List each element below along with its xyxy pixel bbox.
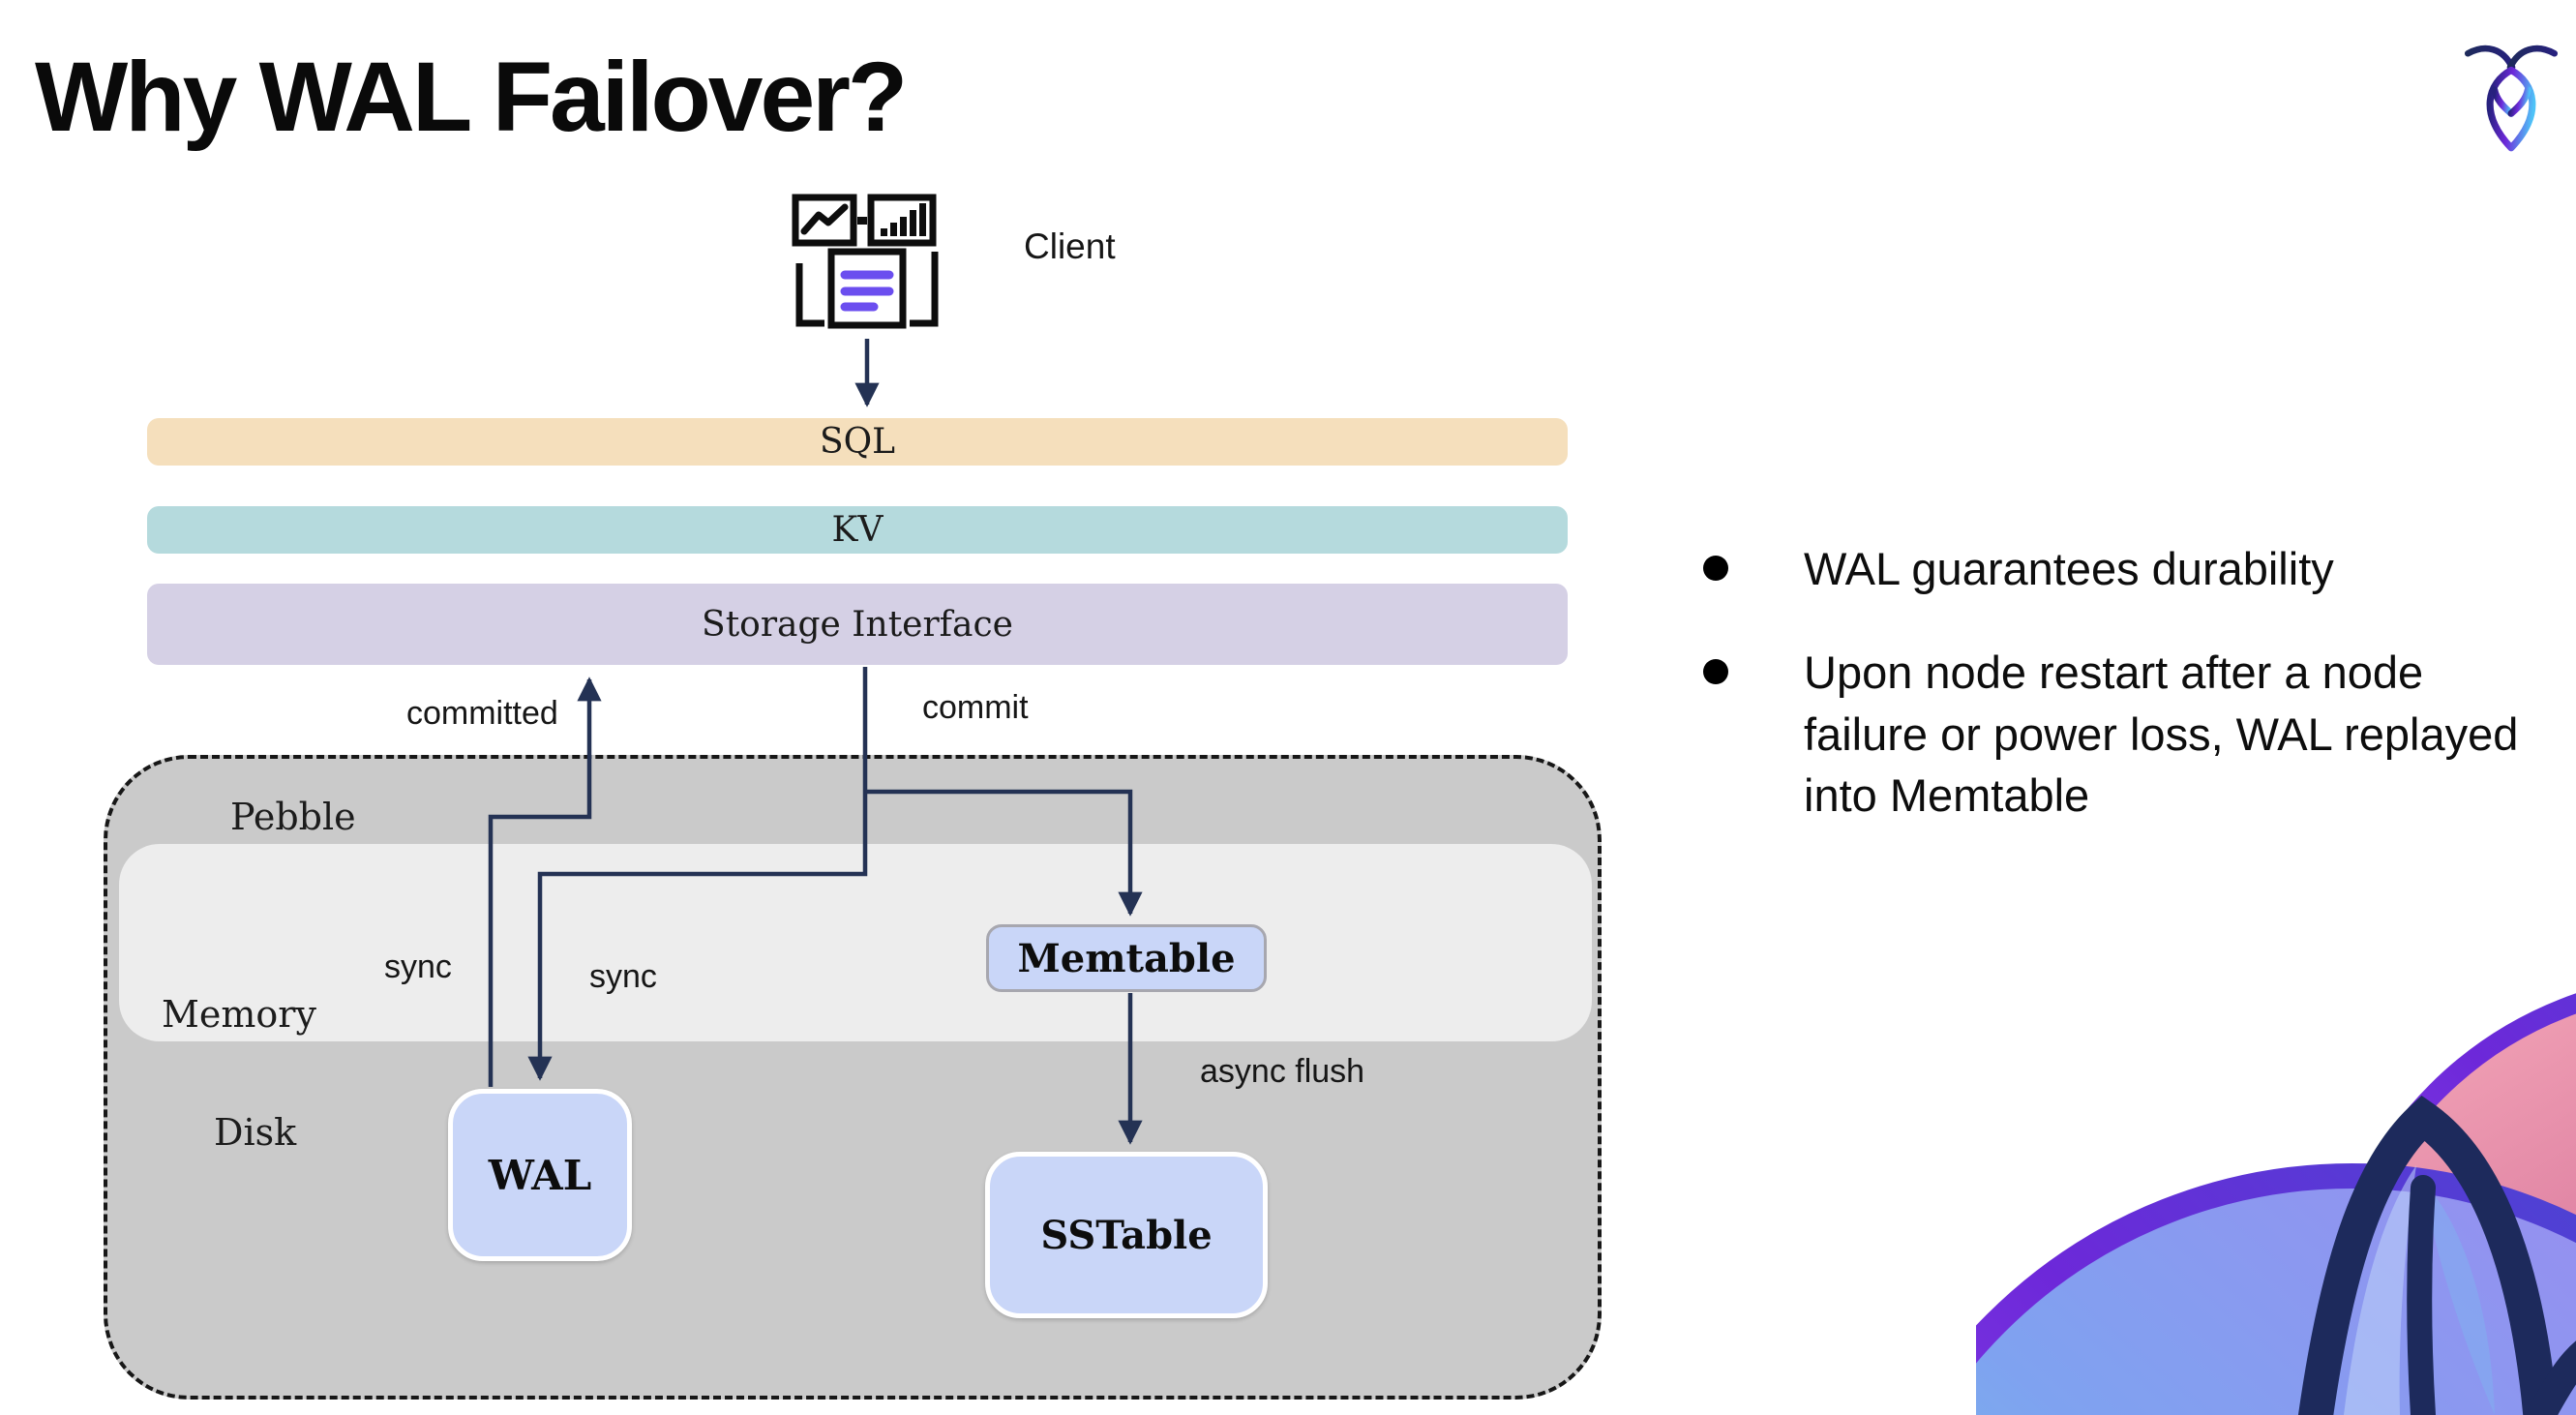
sstable-node: SSTable	[985, 1152, 1268, 1318]
bullet-dot-icon	[1703, 556, 1728, 581]
memtable-label: Memtable	[1017, 935, 1236, 981]
bullet-text: WAL guarantees durability	[1804, 543, 2334, 594]
layer-storage-interface: Storage Interface	[147, 584, 1568, 665]
layer-storage-interface-label: Storage Interface	[702, 604, 1013, 645]
memtable-node: Memtable	[986, 924, 1267, 992]
document-text-lines	[840, 270, 894, 312]
line-chart-glyph	[800, 203, 849, 235]
bar-chart-glyph	[881, 203, 926, 236]
bullet-text: Upon node restart after a node failure o…	[1804, 647, 2519, 822]
async-flush-edge-label: async flush	[1200, 1053, 1365, 1090]
pebble-label: Pebble	[230, 796, 356, 838]
list-item: Upon node restart after a node failure o…	[1703, 642, 2555, 826]
page-title: Why WAL Failover?	[35, 42, 908, 152]
commit-edge-label: commit	[922, 689, 1029, 726]
disk-label: Disk	[214, 1111, 297, 1154]
bullet-dot-icon	[1703, 659, 1728, 685]
sync-left-edge-label: sync	[384, 948, 452, 985]
memory-region	[119, 844, 1592, 1041]
client-label: Client	[1024, 226, 1116, 266]
bullet-list: WAL guarantees durability Upon node rest…	[1703, 538, 2555, 869]
wal-node: WAL	[448, 1089, 632, 1261]
layer-sql-label: SQL	[819, 422, 896, 462]
dash-connector	[857, 217, 867, 225]
layer-kv-label: KV	[831, 510, 884, 550]
committed-edge-label: committed	[406, 695, 558, 732]
left-bracket	[795, 263, 824, 327]
memory-label: Memory	[162, 993, 316, 1036]
brand-spheres-art	[1976, 993, 2576, 1415]
pebble-container: Pebble Memory Disk	[104, 755, 1602, 1400]
client-dashboard-icon	[792, 194, 939, 329]
sstable-label: SSTable	[1040, 1212, 1213, 1258]
sync-right-edge-label: sync	[589, 958, 657, 995]
right-bracket	[910, 252, 939, 327]
wal-label: WAL	[488, 1151, 592, 1199]
layer-kv: KV	[147, 506, 1568, 554]
layer-sql: SQL	[147, 418, 1568, 466]
cockroachdb-logo-icon	[2464, 45, 2559, 152]
list-item: WAL guarantees durability	[1703, 538, 2555, 599]
